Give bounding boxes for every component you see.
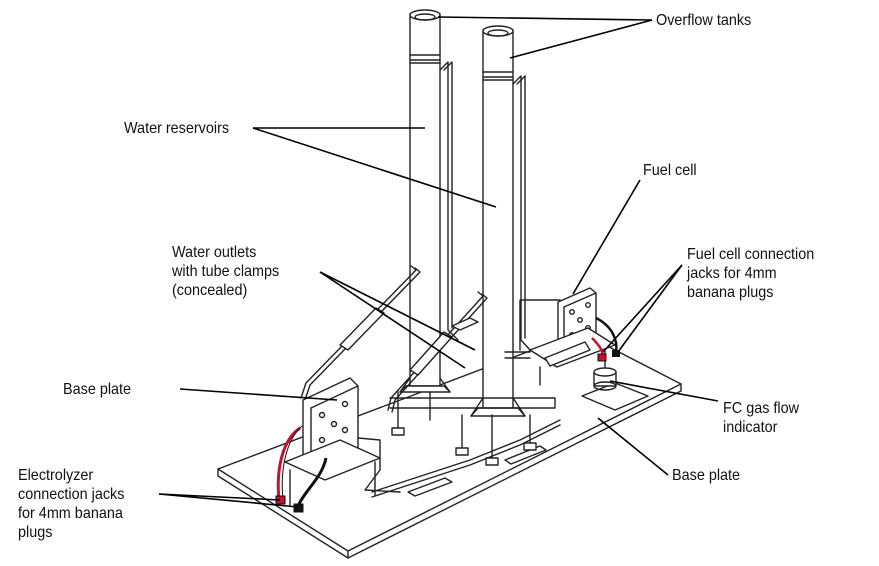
overflow-tubes <box>439 61 531 351</box>
fc-gas-flow-indicator <box>593 367 617 391</box>
label-base-plate-right: Base plate <box>672 467 741 484</box>
label-overflow-tanks: Overflow tanks <box>656 12 752 29</box>
water-outlets <box>300 265 488 413</box>
label-water-outlets: Water outlets with tube clamps (conceale… <box>172 244 280 299</box>
fuel-cell-wires <box>591 316 620 362</box>
label-fc-gas-flow-indicator: FC gas flow indicator <box>723 400 800 436</box>
label-base-plate-left: Base plate <box>63 381 132 398</box>
leader-lines <box>158 16 719 508</box>
fuel-cell <box>519 287 616 386</box>
label-fuel-cell: Fuel cell <box>643 162 697 179</box>
reservoir-stand <box>389 391 556 466</box>
electrolyzer <box>284 377 401 506</box>
label-water-reservoirs: Water reservoirs <box>124 120 230 137</box>
electrolyzer-wires <box>275 425 328 513</box>
right-water-reservoir <box>470 25 526 417</box>
base-tubing <box>371 351 561 498</box>
label-fuel-cell-jacks: Fuel cell connection jacks for 4mm banan… <box>687 246 815 301</box>
label-electrolyzer-jacks: Electrolyzer connection jacks for 4mm ba… <box>18 467 125 541</box>
